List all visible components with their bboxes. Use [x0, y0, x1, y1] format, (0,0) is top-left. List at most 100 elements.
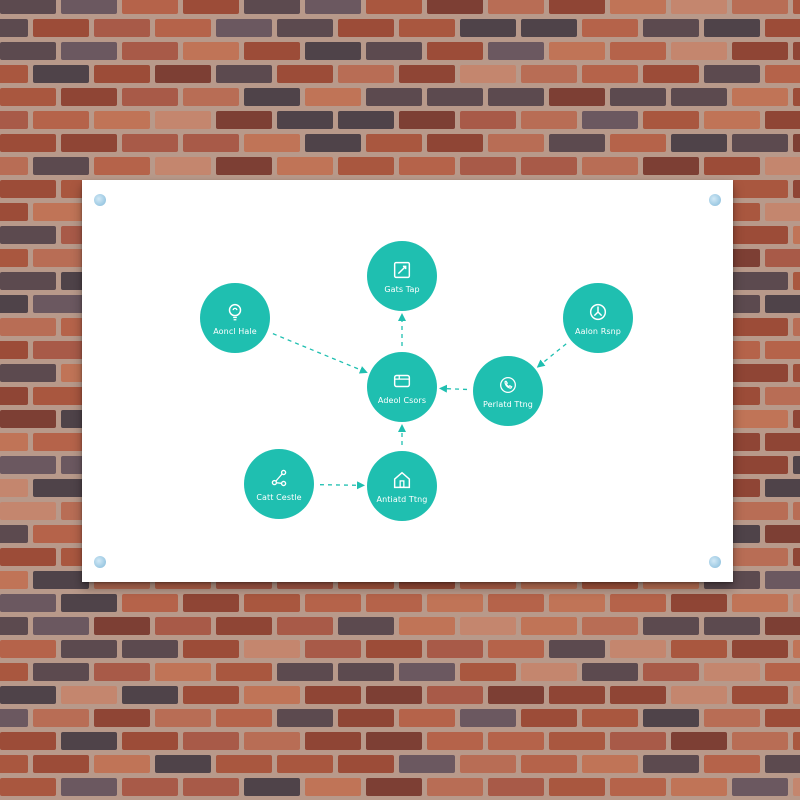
brick	[122, 732, 178, 750]
node-perlatd-ttng[interactable]: Perlatd Ttng	[473, 356, 543, 426]
brick	[277, 755, 333, 773]
brick	[338, 709, 394, 727]
brick	[0, 249, 28, 267]
brick	[0, 157, 28, 175]
brick	[460, 709, 516, 727]
brick	[33, 525, 89, 543]
brick	[33, 341, 89, 359]
brick	[0, 456, 56, 474]
brick	[0, 571, 28, 589]
brick	[33, 617, 89, 635]
box-icon	[393, 374, 411, 387]
brick	[704, 19, 760, 37]
brick	[765, 617, 800, 635]
brick	[366, 594, 422, 612]
brick	[427, 686, 483, 704]
brick	[399, 755, 455, 773]
brick	[488, 686, 544, 704]
brick	[671, 686, 727, 704]
brick	[671, 88, 727, 106]
brick	[610, 640, 666, 658]
connector-mid-right-to-center	[438, 384, 468, 393]
brick	[33, 111, 89, 129]
brick	[216, 617, 272, 635]
brick	[732, 134, 788, 152]
brick	[732, 640, 788, 658]
brick	[610, 594, 666, 612]
brick	[793, 548, 800, 566]
brick	[765, 755, 800, 773]
brick	[671, 134, 727, 152]
brick	[155, 663, 211, 681]
brick	[488, 732, 544, 750]
brick	[155, 157, 211, 175]
brick	[0, 180, 56, 198]
brick	[671, 0, 727, 14]
brick	[460, 157, 516, 175]
brick	[549, 88, 605, 106]
brick	[671, 778, 727, 796]
node-gats-tap[interactable]: Gats Tap	[367, 241, 437, 311]
brick	[427, 0, 483, 14]
brick	[793, 318, 800, 336]
brick	[0, 111, 28, 129]
brick	[427, 88, 483, 106]
brick	[427, 778, 483, 796]
node-aalon-rsnp[interactable]: Aalon Rsnp	[563, 283, 633, 353]
brick	[793, 410, 800, 428]
brick	[33, 433, 89, 451]
node-adeol-csors[interactable]: Adeol Csors	[367, 352, 437, 422]
brick	[582, 709, 638, 727]
brick	[366, 640, 422, 658]
brick	[94, 157, 150, 175]
node-antiatd-ttng[interactable]: Antiatd Ttng	[367, 451, 437, 521]
brick	[94, 617, 150, 635]
brick	[33, 387, 89, 405]
brick	[0, 525, 28, 543]
brick	[277, 709, 333, 727]
brick	[0, 778, 56, 796]
node-catt-cestle[interactable]: Catt Cestle	[244, 449, 314, 519]
brick	[610, 134, 666, 152]
brick	[732, 456, 788, 474]
brick	[61, 0, 117, 14]
brick	[793, 226, 800, 244]
brick	[216, 663, 272, 681]
brick	[305, 134, 361, 152]
brick	[704, 617, 760, 635]
brick	[305, 640, 361, 658]
connector-right-to-mid-right	[536, 343, 567, 368]
brick	[155, 111, 211, 129]
brick	[488, 594, 544, 612]
edit-square-icon	[393, 261, 411, 278]
brick	[244, 778, 300, 796]
brick	[549, 42, 605, 60]
node-aoncl-hale[interactable]: Aoncl Hale	[200, 283, 270, 353]
brick	[765, 433, 800, 451]
brick	[793, 686, 800, 704]
brick	[671, 594, 727, 612]
brick	[305, 732, 361, 750]
brick	[460, 663, 516, 681]
brick	[305, 42, 361, 60]
phone-icon	[500, 376, 516, 393]
brick	[399, 157, 455, 175]
brick	[244, 134, 300, 152]
brick	[0, 341, 28, 359]
brick	[33, 203, 89, 221]
brick	[0, 502, 56, 520]
brick	[216, 157, 272, 175]
brick	[122, 134, 178, 152]
node-label: Gats Tap	[384, 284, 420, 294]
brick	[122, 778, 178, 796]
brick	[549, 778, 605, 796]
node-label: Perlatd Ttng	[482, 399, 533, 409]
brick	[521, 65, 577, 83]
brick	[155, 19, 211, 37]
brick	[338, 755, 394, 773]
brick	[0, 640, 56, 658]
lightbulb-icon	[228, 303, 242, 320]
brick	[277, 111, 333, 129]
brick	[793, 778, 800, 796]
brick	[122, 0, 178, 14]
